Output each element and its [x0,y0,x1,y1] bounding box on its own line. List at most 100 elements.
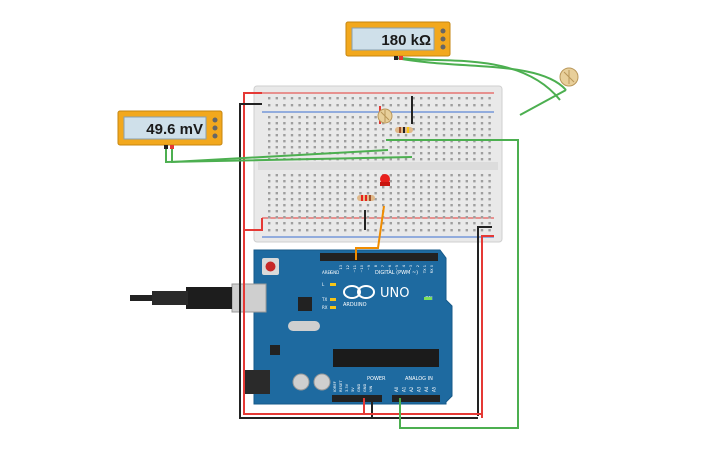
breadboard-hole[interactable] [465,104,468,107]
breadboard-hole[interactable] [420,97,423,100]
breadboard-hole[interactable] [382,222,385,225]
breadboard-hole[interactable] [268,198,271,201]
breadboard-hole[interactable] [473,122,476,125]
breadboard-hole[interactable] [351,222,354,225]
breadboard-hole[interactable] [328,122,332,125]
breadboard-hole[interactable] [374,158,377,161]
resistor-top[interactable] [395,127,413,133]
breadboard-hole[interactable] [458,198,461,201]
breadboard-hole[interactable] [420,116,423,119]
breadboard-hole[interactable] [306,122,309,125]
breadboard-hole[interactable] [328,192,332,195]
breadboard-hole[interactable] [458,146,461,149]
breadboard-hole[interactable] [313,97,316,100]
breadboard-hole[interactable] [389,198,392,201]
breadboard-hole[interactable] [450,180,453,183]
breadboard-hole[interactable] [480,140,484,143]
ldr-breadboard[interactable] [377,108,393,124]
breadboard-hole[interactable] [359,122,362,125]
breadboard-hole[interactable] [321,216,324,219]
breadboard-hole[interactable] [465,210,468,213]
breadboard-hole[interactable] [344,229,347,232]
breadboard-hole[interactable] [359,222,362,225]
breadboard-hole[interactable] [442,222,446,225]
breadboard-hole[interactable] [427,97,430,100]
breadboard-hole[interactable] [427,192,430,195]
breadboard-hole[interactable] [374,229,377,232]
breadboard-hole[interactable] [435,158,438,161]
ohm-knob-1[interactable] [440,28,446,34]
breadboard-hole[interactable] [359,204,362,207]
breadboard-hole[interactable] [397,174,400,177]
breadboard-hole[interactable] [480,158,484,161]
breadboard-hole[interactable] [404,198,408,201]
breadboard-hole[interactable] [268,192,271,195]
breadboard-hole[interactable] [313,192,316,195]
breadboard-hole[interactable] [427,198,430,201]
breadboard-hole[interactable] [275,180,278,183]
breadboard-hole[interactable] [344,198,347,201]
breadboard-hole[interactable] [435,198,438,201]
breadboard-hole[interactable] [351,152,354,155]
breadboard-hole[interactable] [313,174,316,177]
breadboard-hole[interactable] [389,186,392,189]
breadboard-hole[interactable] [306,210,309,213]
breadboard-hole[interactable] [435,128,438,131]
breadboard-hole[interactable] [488,204,491,207]
breadboard-hole[interactable] [404,122,408,125]
breadboard-hole[interactable] [321,222,324,225]
breadboard-hole[interactable] [321,229,324,232]
breadboard-hole[interactable] [458,180,461,183]
breadboard-hole[interactable] [298,216,301,219]
breadboard-hole[interactable] [488,210,491,213]
breadboard-hole[interactable] [313,146,316,149]
breadboard-hole[interactable] [420,210,423,213]
breadboard-hole[interactable] [366,116,370,119]
wire-5v-right[interactable] [481,235,494,418]
breadboard-hole[interactable] [313,122,316,125]
breadboard-hole[interactable] [389,174,392,177]
breadboard-hole[interactable] [480,216,484,219]
breadboard-hole[interactable] [275,222,278,225]
breadboard-hole[interactable] [480,116,484,119]
breadboard-hole[interactable] [298,210,301,213]
breadboard-hole[interactable] [290,152,294,155]
breadboard-hole[interactable] [359,152,362,155]
breadboard-hole[interactable] [306,198,309,201]
breadboard-hole[interactable] [412,180,415,183]
breadboard-hole[interactable] [344,216,347,219]
breadboard-hole[interactable] [427,210,430,213]
breadboard-hole[interactable] [404,140,408,143]
breadboard-hole[interactable] [465,229,468,232]
breadboard-hole[interactable] [306,152,309,155]
breadboard-hole[interactable] [283,229,286,232]
breadboard-hole[interactable] [450,204,453,207]
breadboard-hole[interactable] [366,122,370,125]
breadboard-hole[interactable] [290,186,294,189]
breadboard-hole[interactable] [458,97,461,100]
breadboard-hole[interactable] [366,192,370,195]
breadboard-hole[interactable] [344,174,347,177]
breadboard-hole[interactable] [404,180,408,183]
breadboard-hole[interactable] [336,122,339,125]
breadboard-hole[interactable] [435,229,438,232]
breadboard-hole[interactable] [283,152,286,155]
breadboard-hole[interactable] [321,146,324,149]
breadboard-hole[interactable] [374,104,377,107]
breadboard-hole[interactable] [366,210,370,213]
breadboard-hole[interactable] [450,104,453,107]
breadboard-hole[interactable] [473,186,476,189]
breadboard-hole[interactable] [351,104,354,107]
breadboard-hole[interactable] [458,122,461,125]
breadboard-hole[interactable] [313,116,316,119]
breadboard-hole[interactable] [336,186,339,189]
breadboard-hole[interactable] [412,186,415,189]
breadboard-hole[interactable] [473,158,476,161]
breadboard-hole[interactable] [283,222,286,225]
breadboard-hole[interactable] [435,186,438,189]
red-led[interactable] [380,174,390,186]
breadboard-hole[interactable] [268,180,271,183]
breadboard-hole[interactable] [458,140,461,143]
breadboard-hole[interactable] [473,152,476,155]
breadboard-hole[interactable] [336,222,339,225]
